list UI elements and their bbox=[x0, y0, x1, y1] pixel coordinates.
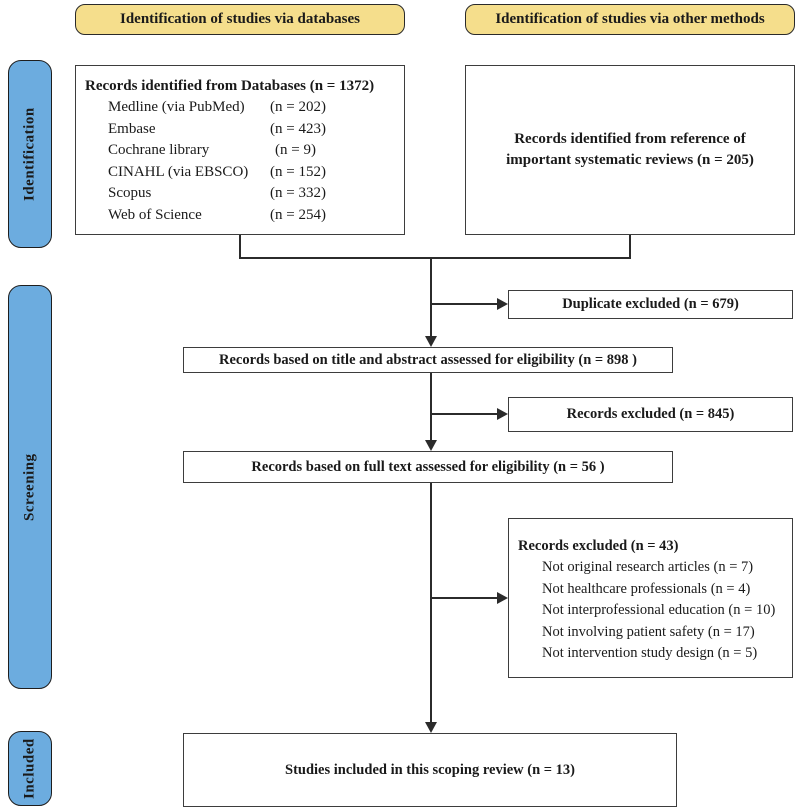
header-databases: Identification of studies via databases bbox=[75, 4, 405, 35]
box-records-databases: Records identified from Databases (n = 1… bbox=[75, 65, 405, 235]
exclusion-reason: Not intervention study design (n = 5) bbox=[542, 645, 758, 661]
exclusion-reason: Not original research articles (n = 7) bbox=[542, 559, 754, 575]
records-excluded-title-abstract-text: Records excluded (n = 845) bbox=[566, 406, 735, 422]
database-count: (n = 423) bbox=[270, 120, 326, 137]
database-name: Scopus bbox=[108, 185, 152, 201]
stage-screening-label: Screening bbox=[21, 453, 38, 521]
stage-included: Included bbox=[8, 731, 52, 806]
database-name: Web of Science bbox=[108, 206, 202, 223]
records-databases-title: Records identified from Databases (n = 1… bbox=[85, 78, 375, 94]
database-row: Medline (via PubMed) (n = 202) bbox=[85, 97, 396, 119]
exclusion-reason: Not involving patient safety (n = 17) bbox=[542, 623, 755, 640]
box-full-text-assessed: Records based on full text assessed for … bbox=[183, 451, 673, 483]
connector-right-stub bbox=[629, 235, 631, 259]
arrowhead-to-fulltext bbox=[425, 440, 437, 451]
database-name: Medline (via PubMed) bbox=[108, 99, 245, 115]
database-count: (n = 152) bbox=[270, 163, 326, 180]
header-other-methods: Identification of studies via other meth… bbox=[465, 4, 795, 35]
box-records-excluded-title-abstract: Records excluded (n = 845) bbox=[508, 397, 793, 432]
connector-merge-line bbox=[239, 257, 631, 259]
connector-to-excluded-845 bbox=[430, 413, 499, 415]
arrowhead-to-excluded-43 bbox=[497, 592, 508, 604]
stage-identification: Identification bbox=[8, 60, 52, 248]
arrowhead-to-title-abstract bbox=[425, 336, 437, 347]
records-references-text: Records identified from reference of imp… bbox=[506, 131, 754, 168]
box-studies-included: Studies included in this scoping review … bbox=[183, 733, 677, 807]
database-row: Scopus (n = 332) bbox=[85, 183, 396, 205]
box-duplicates-excluded: Duplicate excluded (n = 679) bbox=[508, 290, 793, 319]
box-title-abstract-assessed: Records based on title and abstract asse… bbox=[183, 347, 673, 373]
box-records-excluded-full-text: Records excluded (n = 43) Not original r… bbox=[508, 518, 793, 678]
studies-included-text: Studies included in this scoping review … bbox=[285, 761, 575, 778]
database-row: Embase (n = 423) bbox=[85, 119, 396, 141]
connector-title-to-fulltext bbox=[430, 373, 432, 441]
connector-merge-to-screening bbox=[430, 257, 432, 337]
header-other-methods-label: Identification of studies via other meth… bbox=[495, 11, 765, 27]
stage-identification-label: Identification bbox=[21, 107, 38, 201]
box-records-references: Records identified from reference of imp… bbox=[465, 65, 795, 235]
database-row: Web of Science (n = 254) bbox=[85, 205, 396, 227]
full-text-assessed-text: Records based on full text assessed for … bbox=[251, 458, 605, 475]
stage-screening: Screening bbox=[8, 285, 52, 689]
connector-left-stub bbox=[239, 235, 241, 259]
records-excluded-full-text-title: Records excluded (n = 43) bbox=[518, 538, 679, 554]
database-row: Cochrane library (n = 9) bbox=[85, 140, 396, 162]
database-row: CINAHL (via EBSCO) (n = 152) bbox=[85, 162, 396, 184]
database-count: (n = 9) bbox=[275, 142, 316, 158]
connector-to-duplicates bbox=[430, 303, 499, 305]
database-name: Embase bbox=[108, 120, 156, 137]
title-abstract-assessed-text: Records based on title and abstract asse… bbox=[218, 351, 637, 368]
duplicates-excluded-text: Duplicate excluded (n = 679) bbox=[562, 296, 739, 312]
database-name: CINAHL (via EBSCO) bbox=[108, 163, 249, 180]
connector-to-excluded-43 bbox=[430, 597, 499, 599]
arrowhead-to-excluded-845 bbox=[497, 408, 508, 420]
exclusion-reason: Not interprofessional education (n = 10) bbox=[542, 602, 776, 618]
stage-included-label: Included bbox=[21, 738, 38, 799]
header-databases-label: Identification of studies via databases bbox=[119, 11, 361, 27]
arrowhead-to-included bbox=[425, 722, 437, 733]
database-count: (n = 254) bbox=[270, 206, 326, 223]
database-count: (n = 202) bbox=[270, 99, 326, 115]
arrowhead-to-duplicates bbox=[497, 298, 508, 310]
exclusion-reason: Not healthcare professionals (n = 4) bbox=[542, 580, 751, 597]
database-name: Cochrane library bbox=[108, 142, 210, 158]
connector-fulltext-to-included bbox=[430, 483, 432, 723]
database-count: (n = 332) bbox=[270, 185, 326, 201]
